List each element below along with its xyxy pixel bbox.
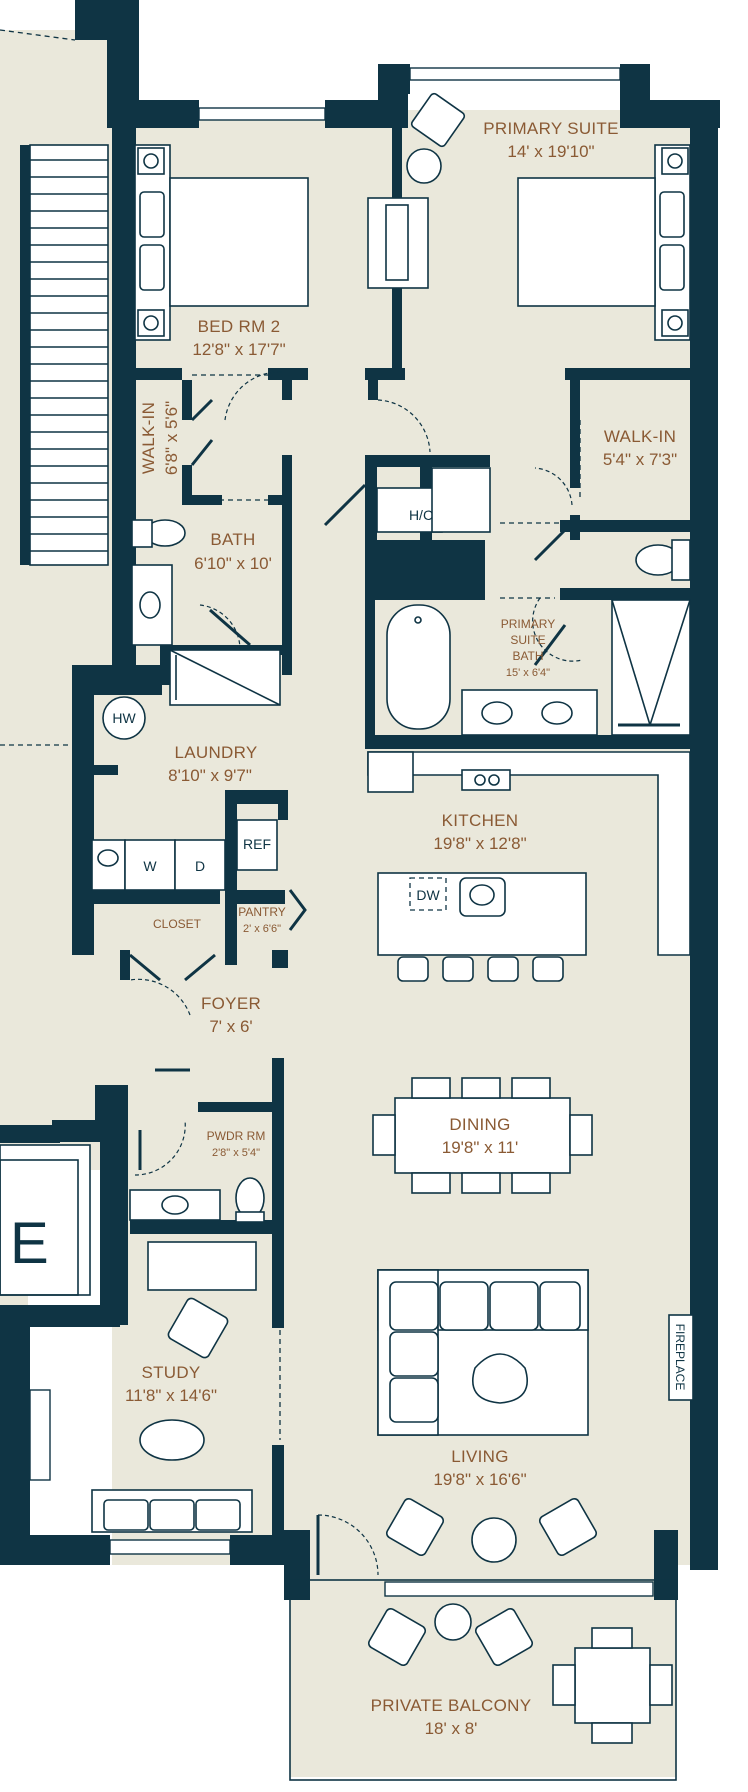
primary-suite-chair [406,92,466,184]
primary-suite-name: PRIMARY SUITE [483,119,619,138]
laundry-name: LAUNDRY [174,743,257,762]
primary-suite-bed [517,144,691,341]
tv-console [367,197,429,289]
closet-doors [129,889,307,982]
living-name: LIVING [451,1447,509,1466]
walk-in-right-dim: 5'4" x 7'3" [603,450,677,469]
walk-in-left-name: WALK-IN [139,402,158,474]
hw-label: HW [112,710,136,726]
primary-suite-dim: 14' x 19'10" [507,142,594,161]
kitchen-name: KITCHEN [442,811,519,830]
dw-label: DW [416,887,440,903]
ref-label: REF [243,836,271,852]
hc-label: H/C [409,507,433,523]
dining-table [372,1077,593,1194]
bed-rm-2-bed [134,144,309,341]
kitchen-counters [367,751,691,982]
primary-bath-dim: 15' x 6'4" [506,667,550,679]
private-balcony-dim: 18' x 8' [425,1719,478,1738]
dryer-label: D [195,858,205,874]
foyer-dim: 7' x 6' [209,1017,252,1036]
study-furniture [91,1241,257,1533]
study-dim: 11'8" x 14'6" [125,1386,217,1405]
laundry-fixtures [91,696,278,891]
study-name: STUDY [141,1363,200,1382]
balcony-furniture [289,1579,677,1781]
pantry-name: PANTRY [238,905,286,919]
bath-dim: 6'10" x 10' [194,554,272,573]
primary-bath-name-1: PRIMARY [501,617,555,631]
room-labels: PRIMARY SUITE 14' x 19'10" BED RM 2 12'8… [125,119,677,1738]
dining-dim: 19'8" x 11' [442,1138,518,1157]
walk-in-left-dim: 6'8" x 5'6" [162,401,181,475]
dining-name: DINING [449,1115,510,1134]
primary-bath-fixtures [386,539,691,736]
pwdr-rm-dim: 2'8" x 5'4" [212,1147,260,1159]
pantry-dim: 2' x 6'6" [243,923,281,935]
private-balcony-name: PRIVATE BALCONY [371,1696,532,1715]
bed-rm-2-dim: 12'8" x 17'7" [192,340,285,359]
bath-fixtures [131,519,281,706]
closet-name: CLOSET [153,917,202,931]
walls [0,0,720,1600]
foyer-name: FOYER [201,994,261,1013]
windows [29,67,654,1597]
living-furniture [377,1269,694,1563]
bed-rm-2-name: BED RM 2 [198,317,281,336]
walk-in-right-name: WALK-IN [604,427,676,446]
primary-bath-name-3: BATH [512,649,543,663]
primary-bath-name-2: SUITE [510,633,545,647]
fixture-labels: H/C HW W D REF DW FIREPLACE [112,507,687,1390]
laundry-dim: 8'10" x 9'7" [168,766,252,785]
kitchen-dim: 19'8" x 12'8" [433,834,526,853]
door-swings [0,29,583,1576]
pwdr-rm-name: PWDR RM [207,1129,266,1143]
edge-letter: E [10,1211,49,1276]
staircase [29,144,109,566]
living-dim: 19'8" x 16'6" [433,1470,526,1489]
fireplace-label: FIREPLACE [673,1324,687,1391]
washer-label: W [143,858,157,874]
bath-name: BATH [210,530,255,549]
powder-room-fixtures [129,1177,265,1223]
edge-panel: E [0,1144,91,1296]
hc-unit [376,467,491,533]
